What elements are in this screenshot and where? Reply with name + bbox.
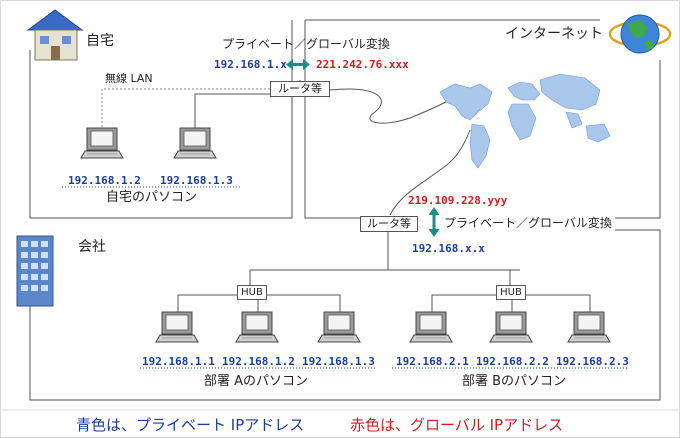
dept-a-pc-1 (155, 311, 199, 343)
home-router-to-pc2 (194, 93, 270, 130)
home-internet-cable (329, 88, 451, 124)
dept-b-pc-2 (489, 311, 533, 343)
legend-global: 赤色は、グローバル IPアドレス (350, 416, 564, 434)
wireless-lan-label: 無線 LAN (105, 72, 153, 85)
home-nat-label: プライベート／グローバル変換 (222, 37, 390, 51)
dept-b-pc-2-ip: 192.168.2.2 (476, 355, 549, 368)
home-nat-arrow (286, 59, 310, 70)
dept-a-pc-2 (235, 311, 279, 343)
dept-a-hub: HUB (237, 285, 267, 300)
dept-a-pc-1-ip: 192.168.1.1 (142, 355, 215, 368)
internet-region-right (615, 60, 661, 219)
home-pc-1 (80, 127, 124, 159)
home-region-border (29, 20, 293, 219)
company-router: ルータ等 (360, 216, 418, 232)
home-title: 自宅 (86, 33, 114, 49)
dept-b-caption: 部署 Bのパソコン (462, 374, 567, 389)
globe-icon (608, 14, 672, 54)
dept-a-caption: 部署 Aのパソコン (204, 374, 309, 389)
home-pc-2 (173, 127, 217, 159)
house-icon (26, 9, 84, 61)
home-pc-2-ip: 192.168.1.3 (160, 174, 233, 187)
home-pc-1-ip: 192.168.1.2 (68, 174, 141, 187)
dept-b-pc-1 (409, 311, 453, 343)
wireless-link (101, 88, 270, 130)
home-router: ルータ等 (270, 81, 330, 97)
company-global-ip: 219.109.228.yyy (408, 194, 508, 207)
home-pcs-caption: 自宅のパソコン (106, 190, 198, 205)
dept-b-pc-3-ip: 192.168.2.3 (556, 355, 629, 368)
legend-private: 青色は、プライベート IPアドレス (76, 416, 305, 434)
dept-b-hub: HUB (496, 285, 526, 300)
dept-a-pc-3 (317, 311, 361, 343)
company-nat-arrow (428, 207, 440, 237)
world-map (439, 73, 611, 169)
dept-a-pc-2-ip: 192.168.1.2 (222, 355, 295, 368)
company-title: 会社 (78, 239, 106, 255)
building-icon (16, 235, 54, 307)
dept-b-pc-1-ip: 192.168.2.1 (396, 355, 469, 368)
dept-a-pc-3-ip: 192.168.1.3 (302, 355, 375, 368)
internet-title: インターネット (505, 26, 603, 42)
company-nat-label: プライベート／グローバル変換 (444, 216, 612, 230)
home-global-ip: 221.242.76.xxx (316, 58, 409, 71)
dept-b-pc-3 (567, 311, 611, 343)
company-private-ip: 192.168.x.x (412, 242, 485, 255)
home-private-ip: 192.168.1.x (214, 58, 287, 71)
company-internet-cable (389, 129, 471, 216)
